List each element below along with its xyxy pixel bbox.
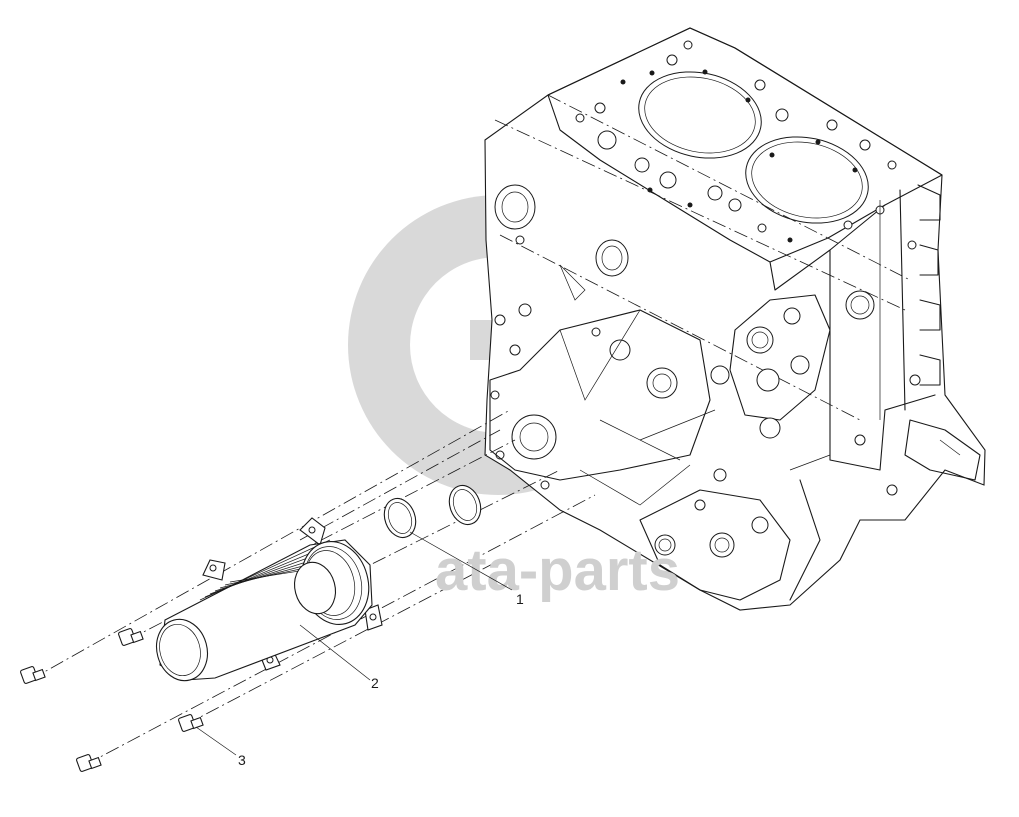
watermark-text: ata-parts xyxy=(435,538,680,603)
bolt-2 xyxy=(118,628,144,646)
bolt-4 xyxy=(178,714,204,732)
bolt-1 xyxy=(20,666,46,684)
sealing-ring-2 xyxy=(448,484,482,526)
callout-number-1: 1 xyxy=(516,591,524,607)
bolt-3 xyxy=(76,754,102,772)
oil-cooler xyxy=(156,517,383,682)
sealing-ring-1 xyxy=(383,497,417,539)
engine-block xyxy=(484,27,986,611)
callout-number-2: 2 xyxy=(371,675,379,691)
callout-number-3: 3 xyxy=(238,752,246,768)
callout-leaders xyxy=(195,531,513,756)
